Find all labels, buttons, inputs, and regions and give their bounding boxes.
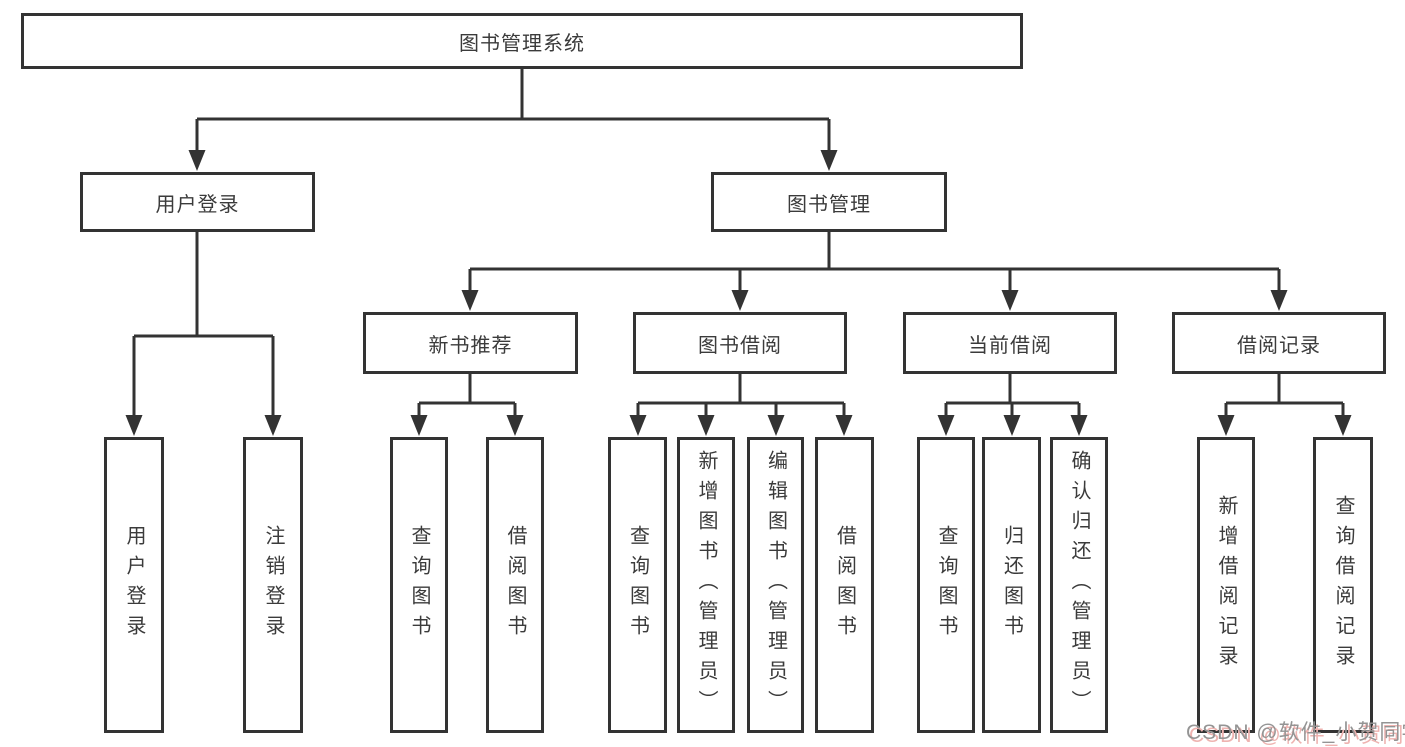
leaf-return-book: 归还图书 [982,437,1041,733]
node-current-borrow-label: 当前借阅 [968,334,1052,357]
node-current-borrow: 当前借阅 [903,312,1117,374]
node-book-management: 图书管理 [711,172,947,232]
leaf-borrow-books-label: 借阅图书 [833,525,856,645]
leaf-query-books-current-label: 查询图书 [935,525,957,645]
leaf-confirm-return-admin-label: 确认归还（管理员） [1068,450,1090,720]
leaf-query-books-borrow-label: 查询图书 [626,525,649,645]
leaf-logout: 注销登录 [243,437,303,733]
leaf-query-borrow-record: 查询借阅记录 [1313,437,1373,733]
node-book-borrow-label: 图书借阅 [698,334,782,357]
leaf-add-borrow-record: 新增借阅记录 [1197,437,1255,733]
leaf-borrow-books: 借阅图书 [815,437,874,733]
leaf-user-login-label: 用户登录 [123,525,145,645]
node-borrow-records-label: 借阅记录 [1237,334,1321,357]
leaf-logout-label: 注销登录 [262,525,284,645]
csdn-watermark: CSDN @软件_小贺同学 [1186,721,1405,744]
leaf-query-books-recommend: 查询图书 [390,437,448,733]
leaf-query-borrow-record-label: 查询借阅记录 [1332,495,1354,675]
leaf-add-book-admin: 新增图书（管理员） [677,437,735,733]
leaf-edit-book-admin: 编辑图书（管理员） [747,437,804,733]
node-new-book-recommend: 新书推荐 [363,312,578,374]
node-book-borrow: 图书借阅 [633,312,847,374]
tree-edges [132,69,1345,418]
node-borrow-records: 借阅记录 [1172,312,1386,374]
node-user-login-label: 用户登录 [155,193,240,216]
leaf-query-books-borrow: 查询图书 [608,437,667,733]
leaf-user-login: 用户登录 [104,437,164,733]
node-root: 图书管理系统 [21,13,1023,69]
node-new-book-recommend-label: 新书推荐 [428,334,513,357]
node-root-label: 图书管理系统 [459,32,585,55]
leaf-add-borrow-record-label: 新增借阅记录 [1215,495,1237,675]
leaf-query-books-recommend-label: 查询图书 [408,525,430,645]
leaf-add-book-admin-label: 新增图书（管理员） [695,450,717,720]
arrowheads [125,150,1352,436]
node-book-management-label: 图书管理 [787,193,871,216]
leaf-edit-book-admin-label: 编辑图书（管理员） [764,450,787,720]
leaf-borrow-books-recommend-label: 借阅图书 [504,525,526,645]
leaf-query-books-current: 查询图书 [917,437,975,733]
leaf-borrow-books-recommend: 借阅图书 [486,437,544,733]
node-user-login: 用户登录 [80,172,315,232]
leaf-return-book-label: 归还图书 [1000,525,1023,645]
leaf-confirm-return-admin: 确认归还（管理员） [1050,437,1108,733]
